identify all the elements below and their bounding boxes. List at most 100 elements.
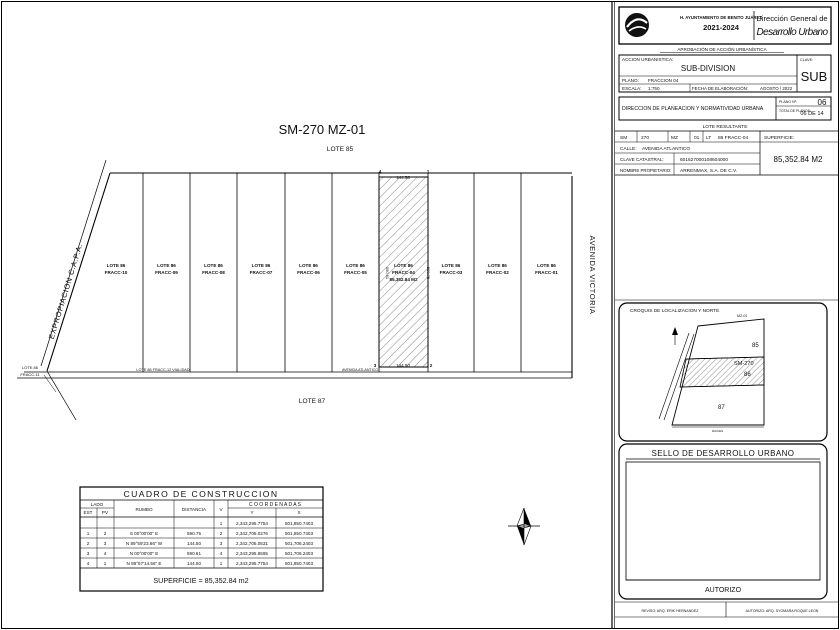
header-lado: LADO bbox=[91, 502, 104, 507]
lot-label: LOTE 86 bbox=[488, 263, 507, 268]
lot-label: FRACC-09 bbox=[155, 270, 178, 275]
croquis-title: CROQUIS DE LOCALIZACION Y NORTE bbox=[630, 308, 719, 314]
fecha-label: FECHA DE ELABORACIÓN: bbox=[692, 86, 748, 91]
lt-value: 86 FRACC-04 bbox=[718, 135, 748, 141]
sm-value: 270 bbox=[641, 135, 649, 141]
header-x: X bbox=[297, 510, 300, 515]
table-cell: 501,706.2403 bbox=[285, 551, 314, 556]
superficie-total: SUPERFICIE = 85,352.84 m2 bbox=[153, 576, 248, 585]
croquis-lot87: 87 bbox=[718, 405, 725, 411]
lote86-fracc11-line2: FRACC-11 bbox=[20, 372, 40, 377]
table-cell: 2,342,705.0531 bbox=[236, 541, 268, 546]
table-cell: 2 bbox=[220, 531, 223, 536]
sello-title: SELLO DE DESARROLLO URBANO bbox=[652, 449, 795, 458]
left-dimension: 590.61 bbox=[385, 267, 390, 280]
propietario-label: NOMBRE PROPIETARIO: bbox=[620, 168, 671, 173]
lot-label: FRACC-01 bbox=[535, 270, 558, 275]
fecha-value: AGOSTO / 2022 bbox=[760, 86, 793, 91]
table-cell: 4 bbox=[104, 551, 107, 556]
header-box bbox=[618, 6, 832, 45]
accion-box bbox=[618, 54, 832, 93]
desarrollo-urbano-label: Desarrollo Urbano bbox=[757, 27, 829, 38]
propietario-value: ARRENMAX, S.A. DE C.V. bbox=[680, 168, 737, 174]
table-cell: 2,342,705.0276 bbox=[236, 531, 268, 536]
plan-title: SM-270 MZ-01 bbox=[279, 122, 366, 137]
site-plan: SM-270 MZ-01 LOTE 85 LOTE 86FRACC-10LOTE… bbox=[17, 122, 597, 421]
expropiacion-label: EXPROPIACION C.A.P.A. bbox=[47, 242, 85, 340]
table-cell: 4 bbox=[87, 561, 90, 566]
accion-label: ACCION URBANISTICA: bbox=[622, 57, 673, 62]
croquis-lot86: 86 bbox=[744, 372, 751, 378]
table-cell: N 89°57'14.56" E bbox=[127, 561, 162, 566]
escala-value: 1:750 bbox=[648, 86, 660, 91]
superficie-label: SUPERFICIE: bbox=[764, 135, 794, 141]
sello-box bbox=[618, 443, 828, 600]
table-cell: 501,850.7403 bbox=[285, 561, 314, 566]
lot-label: LOTE 86 bbox=[204, 263, 223, 268]
lot-label: LOTE 86 bbox=[157, 263, 176, 268]
first-row-v: 1 bbox=[220, 521, 223, 526]
lote-87-label: LOTE 87 bbox=[299, 398, 326, 405]
bottom-dimension: 144.50 bbox=[396, 363, 410, 368]
construction-table: CUADRO DE CONSTRUCCION LADO EST PV RUMBO… bbox=[79, 486, 324, 592]
header-est: EST bbox=[84, 510, 93, 515]
table-cell: N 00°00'00" E bbox=[130, 551, 159, 556]
reviso-label: REVISO: ARQ. ERIK HERNANDEZ bbox=[642, 609, 700, 613]
lot-label: FRACC-03 bbox=[440, 270, 463, 275]
accion-value: SUB-DIVISION bbox=[681, 64, 735, 73]
croquis-mz: MZ-01 bbox=[737, 314, 747, 318]
escala-label: ESCALA: bbox=[622, 86, 641, 91]
lote86-fracc11-line1: LOTE 86 bbox=[22, 365, 39, 370]
catastral-value: 601627000108604000 bbox=[680, 157, 728, 163]
corner-4: 4 bbox=[379, 169, 382, 174]
table-cell: 2 bbox=[104, 531, 107, 536]
table-cell: 1 bbox=[87, 531, 90, 536]
lot-label: LOTE 86 bbox=[537, 263, 556, 268]
corner-3: 3 bbox=[374, 363, 377, 368]
construccion-title: CUADRO DE CONSTRUCCION bbox=[124, 489, 279, 499]
table-cell: 4 bbox=[220, 551, 223, 556]
lt-label: LT bbox=[706, 135, 711, 141]
plano-label: PLANO: bbox=[622, 78, 639, 83]
catastral-label: CLAVE CATASTRAL: bbox=[620, 157, 664, 162]
plano-no-value: 06 bbox=[818, 98, 827, 107]
header-distancia: DISTANCIA bbox=[182, 507, 207, 512]
direccion-general-label: Dirección General de bbox=[756, 14, 827, 23]
superficie-value: 85,352.84 M2 bbox=[774, 155, 823, 164]
lote-resultante-title: LOTE RESULTANTE bbox=[703, 124, 748, 130]
top-dimension: 144.50 bbox=[396, 175, 410, 180]
mz-value: 01 bbox=[694, 135, 700, 141]
municipal-logo-icon bbox=[625, 13, 649, 37]
lot-label: FRACC-06 bbox=[297, 270, 320, 275]
approval-title: APROBACIÓN DE ACCIÓN URBANÍSTICA bbox=[677, 46, 767, 52]
header-rumbo: RUMBO bbox=[135, 507, 153, 512]
header-v: V bbox=[219, 507, 223, 512]
table-cell: 501,850.7403 bbox=[285, 531, 314, 536]
lot-label: FRACC-02 bbox=[486, 270, 509, 275]
autorizo-label: AUTORIZO bbox=[705, 587, 742, 594]
table-cell: 3 bbox=[104, 541, 107, 546]
title-block: H. AYUNTAMIENTO DE BENITO JUÁREZ 2021-20… bbox=[615, 6, 838, 618]
period-label: 2021-2024 bbox=[703, 23, 740, 32]
lot-label: LOTE 86 bbox=[107, 263, 126, 268]
total-planos-label: TOTAL DE PLANOS: bbox=[779, 109, 811, 113]
table-cell: 144.50 bbox=[187, 541, 201, 546]
lot-label: FRACC-05 bbox=[344, 270, 367, 275]
lot-label: LOTE 86 bbox=[252, 263, 271, 268]
table-cell: 2,343,295.6595 bbox=[236, 551, 268, 556]
vialidad-label: LOTE 86 FRACC-12 VIALIDAD bbox=[136, 368, 189, 372]
croquis-sm: SM-270 bbox=[734, 361, 754, 367]
north-arrow-small-icon bbox=[672, 327, 678, 345]
mz-label: MZ bbox=[671, 135, 678, 141]
clave-value: SUB bbox=[801, 69, 828, 84]
first-row-y: 2,343,295.7754 bbox=[236, 521, 268, 526]
direccion-box bbox=[618, 96, 832, 121]
table-cell: S 00°00'00" E bbox=[130, 531, 158, 536]
right-dimension: 590.75 bbox=[426, 267, 431, 280]
croquis-lot85: 85 bbox=[752, 343, 759, 349]
corner-1: 1 bbox=[427, 169, 430, 174]
